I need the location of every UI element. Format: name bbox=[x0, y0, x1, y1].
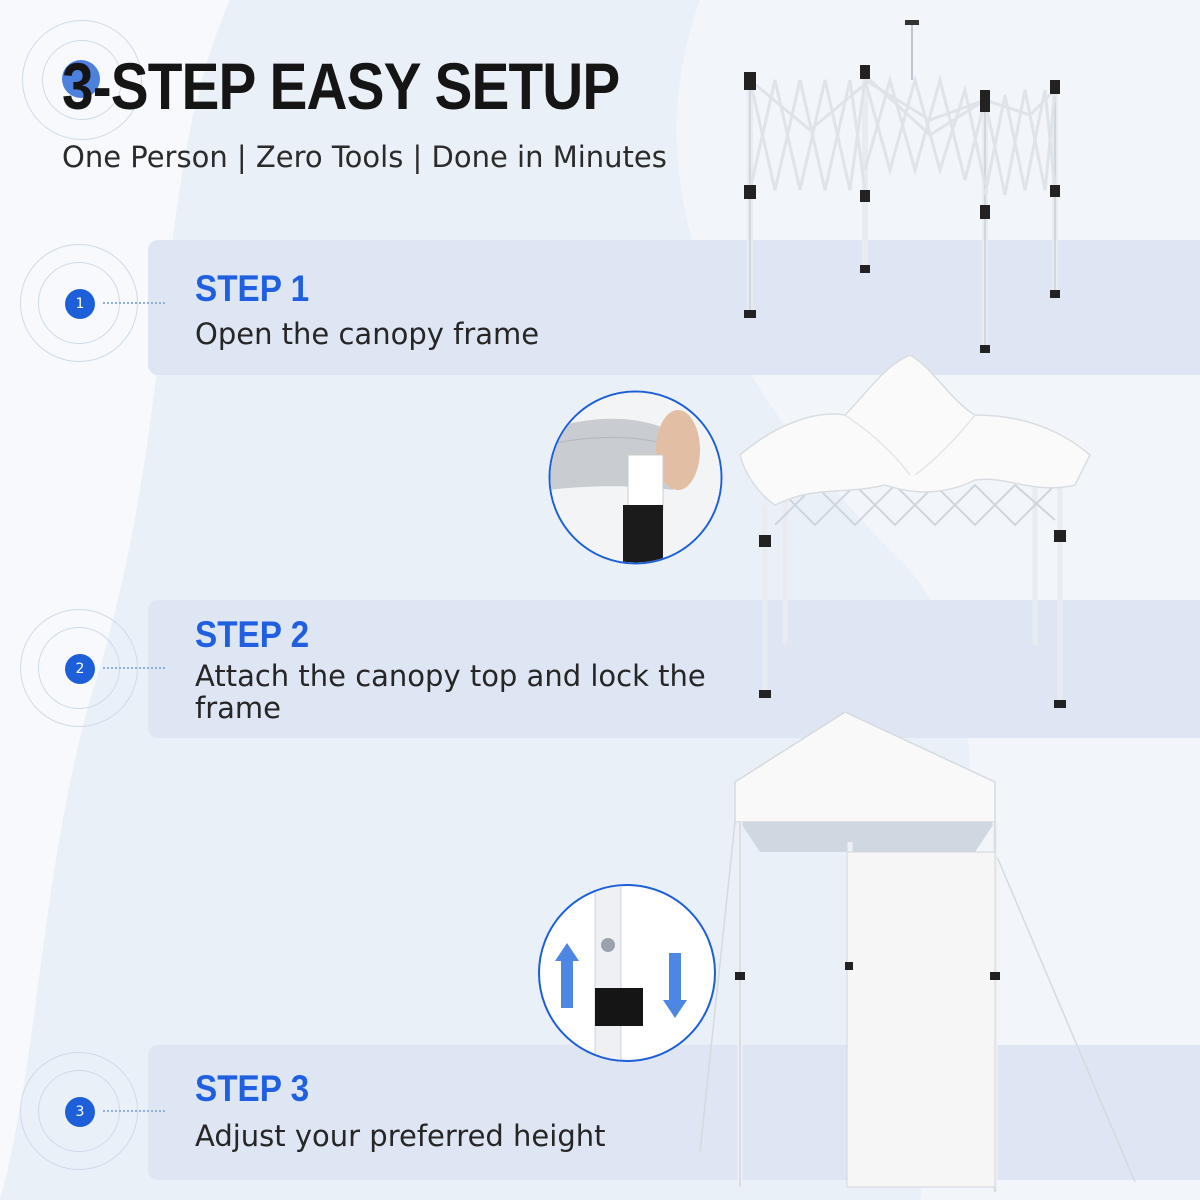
up-down-arrows-icon bbox=[555, 943, 687, 1018]
step-1-card bbox=[148, 240, 1200, 375]
title-decoration-ring bbox=[22, 20, 142, 140]
step-2-number: 2 bbox=[65, 654, 95, 684]
page-title: 3-STEP EASY SETUP bbox=[62, 49, 620, 123]
step-2-description: Attach the canopy top and lock the frame bbox=[195, 659, 706, 725]
step-1-label: STEP 1 bbox=[195, 268, 310, 309]
step-3-label: STEP 3 bbox=[195, 1068, 310, 1109]
step-2-badge: 2 bbox=[20, 609, 165, 727]
step-2-card bbox=[148, 600, 1200, 738]
step-3-card bbox=[148, 1045, 1200, 1180]
step-2-label: STEP 2 bbox=[195, 614, 310, 655]
step-3-number: 3 bbox=[65, 1097, 95, 1127]
step-1-badge: 1 bbox=[20, 244, 165, 362]
step-3-description: Adjust your preferred height bbox=[195, 1119, 606, 1153]
canopy-top-illustration bbox=[739, 355, 1091, 708]
finished-canopy-illustration bbox=[699, 712, 1136, 1192]
page-subtitle: One Person | Zero Tools | Done in Minute… bbox=[62, 140, 667, 174]
step-1-description: Open the canopy frame bbox=[195, 317, 540, 351]
canopy-frame-illustration bbox=[744, 20, 1060, 353]
height-adjust-zoom-illustration bbox=[538, 884, 716, 1062]
step-3-badge: 3 bbox=[20, 1052, 165, 1170]
velcro-strap-zoom-illustration bbox=[548, 390, 723, 565]
step-1-number: 1 bbox=[65, 289, 95, 319]
